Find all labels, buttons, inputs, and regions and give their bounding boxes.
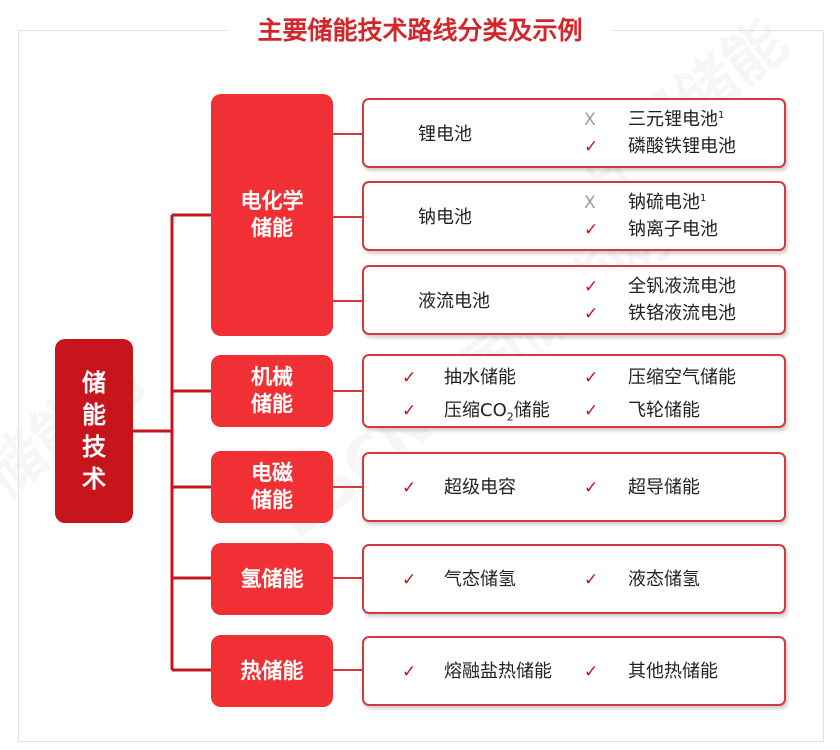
root-char: 术 bbox=[82, 465, 106, 493]
category-thermal: 热储能 bbox=[211, 635, 333, 707]
category-mechanical: 机械 储能 bbox=[211, 355, 333, 427]
subgroup-hydrogen: ✓ 气态储氢 ✓ 液态储氢 bbox=[362, 544, 786, 614]
check-icon: ✓ bbox=[402, 478, 417, 498]
footnote-marker: 1 bbox=[700, 193, 707, 204]
item-label: 压缩空气储能 bbox=[628, 367, 736, 388]
item-label: 钠硫电池1 bbox=[628, 192, 707, 213]
check-icon: ✓ bbox=[402, 401, 417, 421]
subgroup-mechanical: ✓ 抽水储能 ✓ 压缩空气储能 ✓ 压缩CO2储能 ✓ 飞轮储能 bbox=[362, 354, 786, 428]
root-char: 能 bbox=[82, 401, 106, 429]
item-label: 磷酸铁锂电池 bbox=[628, 136, 736, 157]
check-icon: ✓ bbox=[584, 478, 599, 498]
category-label: 热储能 bbox=[240, 658, 304, 683]
check-icon: ✓ bbox=[402, 570, 417, 590]
item-label: 全钒液流电池 bbox=[628, 276, 736, 297]
subgroup-flow-battery: 液流电池 ✓ 全钒液流电池 ✓ 铁铬液流电池 bbox=[362, 265, 786, 335]
item-label: 超级电容 bbox=[444, 477, 516, 498]
root-char: 技 bbox=[82, 433, 106, 461]
subgroup-name: 锂电池 bbox=[418, 124, 472, 145]
check-icon: ✓ bbox=[584, 137, 599, 157]
category-label: 氢储能 bbox=[240, 566, 304, 591]
item-label: 钠离子电池 bbox=[628, 219, 718, 240]
category-electrochemical: 电化学 储能 bbox=[211, 94, 333, 336]
item-label: 熔融盐热储能 bbox=[444, 661, 552, 682]
item-label: 超导储能 bbox=[628, 477, 700, 498]
category-label: 机械 bbox=[251, 365, 293, 389]
check-icon: ✓ bbox=[584, 401, 599, 421]
check-icon: ✓ bbox=[402, 368, 417, 388]
item-label: 气态储氢 bbox=[444, 569, 516, 590]
category-label: 储能 bbox=[251, 488, 293, 512]
item-label: 三元锂电池1 bbox=[628, 109, 725, 130]
category-label: 电化学 bbox=[240, 189, 304, 213]
check-icon: ✓ bbox=[584, 304, 599, 324]
subgroup-electromagnetic: ✓ 超级电容 ✓ 超导储能 bbox=[362, 452, 786, 522]
footnote-marker: 1 bbox=[718, 110, 725, 121]
root-node-energy-storage-tech: 储 能 技 术 bbox=[55, 339, 133, 523]
subgroup-thermal: ✓ 熔融盐热储能 ✓ 其他热储能 bbox=[362, 636, 786, 706]
item-label: 压缩CO2储能 bbox=[444, 400, 550, 424]
item-label: 其他热储能 bbox=[628, 661, 718, 682]
check-icon: ✓ bbox=[584, 220, 599, 240]
check-icon: ✓ bbox=[584, 570, 599, 590]
check-icon: ✓ bbox=[584, 368, 599, 388]
item-label: 铁铬液流电池 bbox=[628, 303, 736, 324]
check-icon: ✓ bbox=[584, 662, 599, 682]
category-label: 储能 bbox=[251, 216, 293, 240]
cross-icon: X bbox=[584, 193, 596, 213]
cross-icon: X bbox=[584, 110, 596, 130]
item-label: 液态储氢 bbox=[628, 569, 700, 590]
category-label: 储能 bbox=[251, 392, 293, 416]
category-electromagnetic: 电磁 储能 bbox=[211, 451, 333, 523]
category-label: 电磁 bbox=[251, 461, 293, 485]
category-hydrogen: 氢储能 bbox=[211, 543, 333, 615]
item-label: 飞轮储能 bbox=[628, 400, 700, 421]
root-char: 储 bbox=[82, 369, 106, 397]
item-label: 抽水储能 bbox=[444, 367, 516, 388]
page-title: 主要储能技术路线分类及示例 bbox=[257, 16, 583, 45]
check-icon: ✓ bbox=[584, 277, 599, 297]
subgroup-name: 钠电池 bbox=[418, 207, 472, 228]
subgroup-sodium-battery: 钠电池 X 钠硫电池1 ✓ 钠离子电池 bbox=[362, 181, 786, 251]
subgroup-lithium-battery: 锂电池 X 三元锂电池1 ✓ 磷酸铁锂电池 bbox=[362, 98, 786, 168]
subgroup-name: 液流电池 bbox=[418, 291, 490, 312]
check-icon: ✓ bbox=[402, 662, 417, 682]
